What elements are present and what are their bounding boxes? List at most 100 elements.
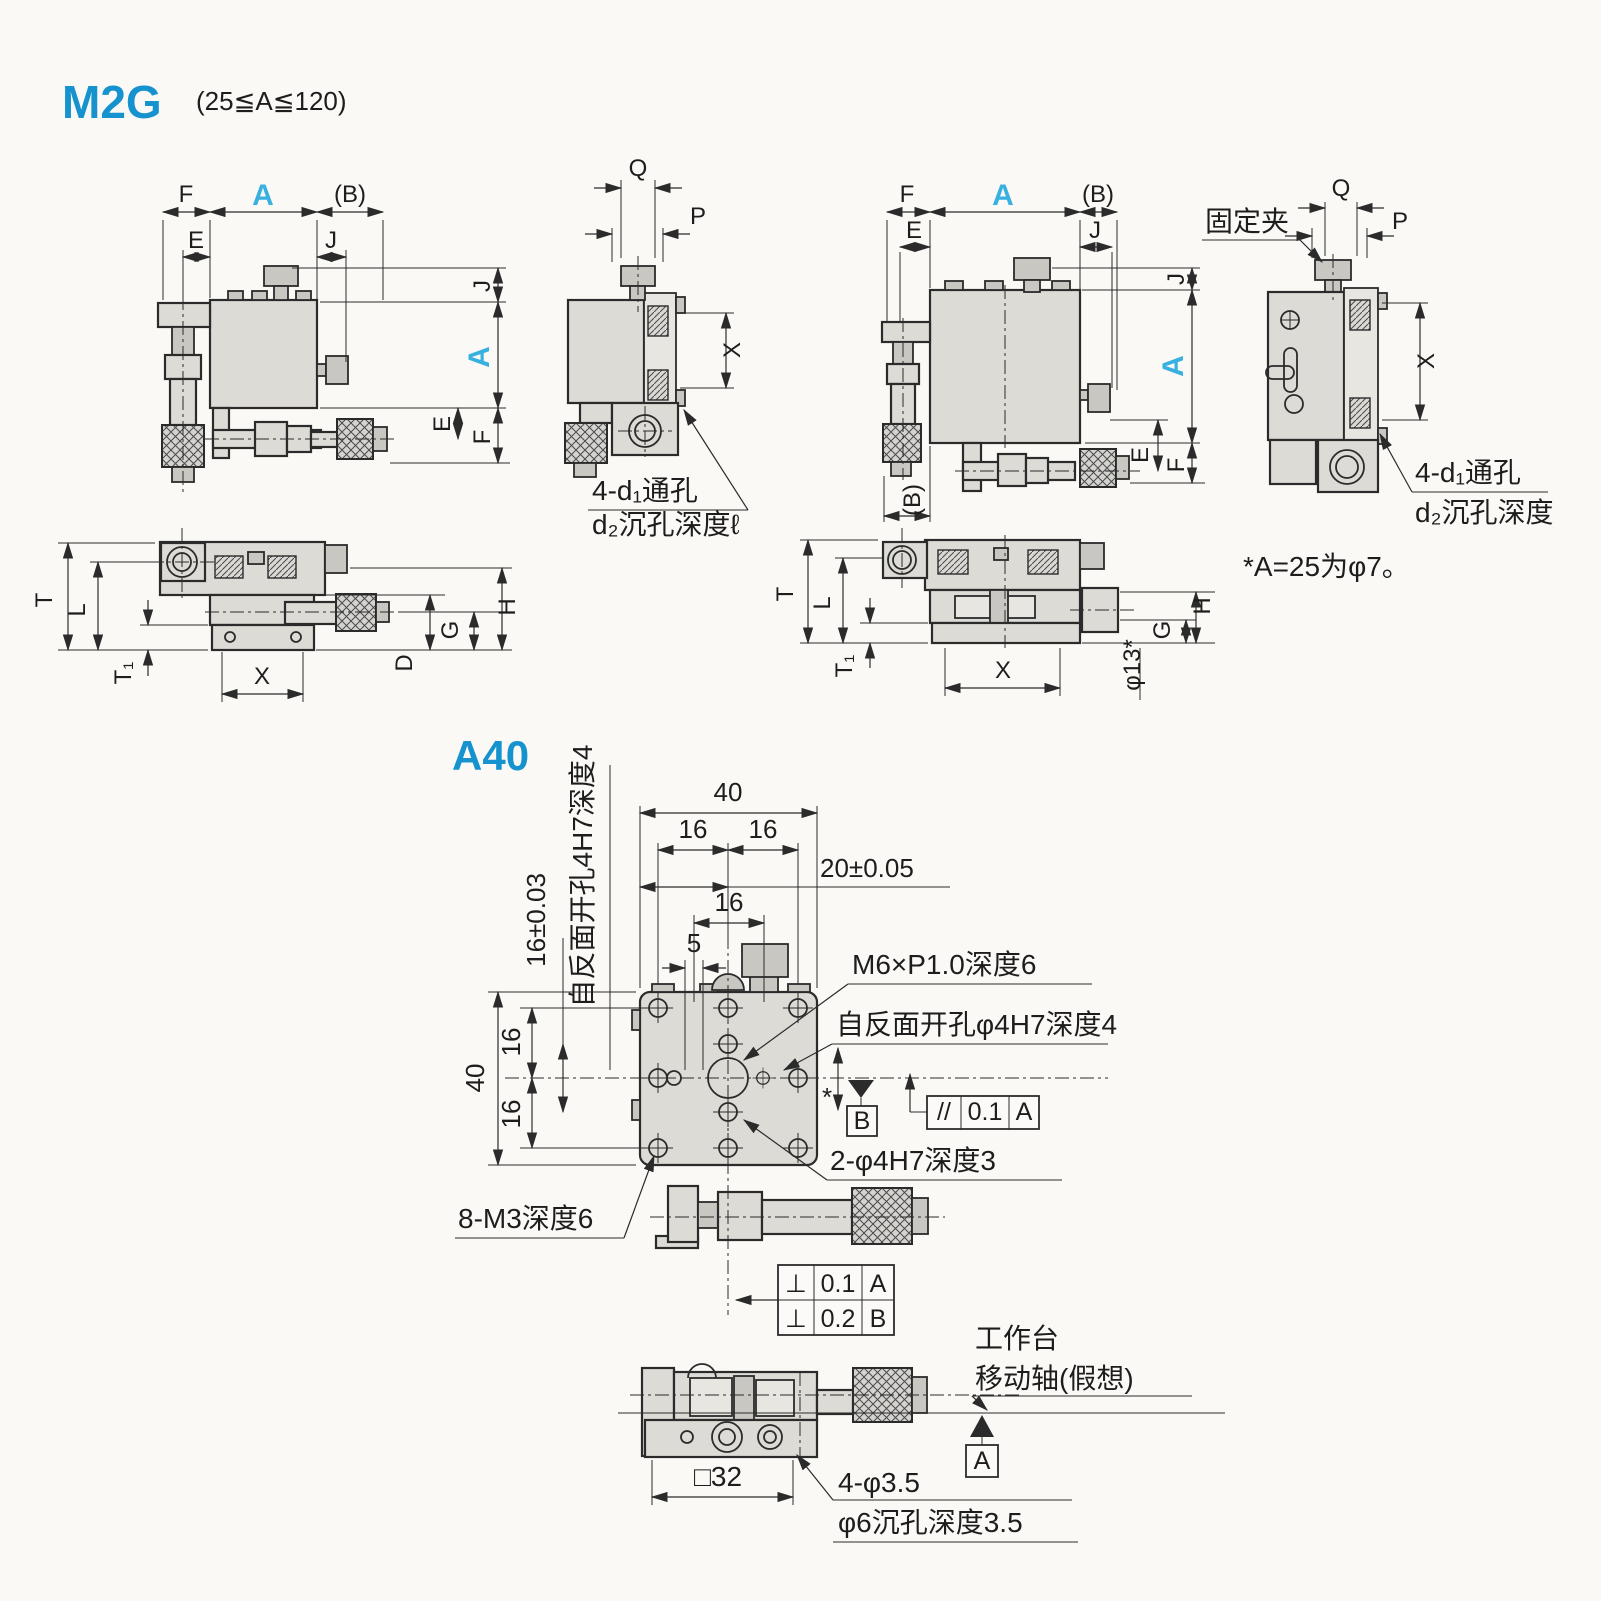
m2g-range: (25≦A≦120) [196, 86, 347, 116]
datum-a-label: A [974, 1447, 991, 1475]
side-knob [324, 544, 348, 574]
hole-note-2: d₂沉孔深度 [1415, 497, 1553, 528]
back-phi4-note: 自反面开孔φ4H7深度4 [836, 1009, 1117, 1040]
dim-T1: T₁ [110, 662, 137, 685]
stage-geometry [881, 528, 1135, 648]
dim-J-right: J [469, 280, 496, 292]
dim-T: T [31, 592, 58, 607]
dim-20: 20±0.05 [820, 853, 914, 883]
perpendicularity-frames: ⊥ 0.1 A ⊥ 0.2 B [734, 1264, 895, 1336]
parallel-tolerance: 0.1 [968, 1098, 1003, 1126]
stage-geometry [156, 265, 396, 492]
m2g-section: M2G (25≦A≦120) [31, 76, 1553, 702]
m3-note: 8-M3深度6 [458, 1203, 593, 1234]
dim-phi13: φ13* [1119, 639, 1146, 691]
parallel-symbol: // [937, 1098, 951, 1126]
dimensions: F A (B) E J J A E F (B) [882, 179, 1205, 522]
a40-title: A40 [452, 732, 529, 779]
back-hole-note-rotated: 自反面开孔4H7深度4 [567, 745, 598, 1008]
clamp-label: 固定夹 [1205, 206, 1289, 237]
side-knob [1079, 542, 1105, 570]
dim-E-right: E [1127, 447, 1154, 463]
dim-A: A [252, 179, 274, 212]
datum-b-triangle [848, 1080, 874, 1098]
m6-note: M6×P1.0深度6 [852, 949, 1036, 980]
m2g-front-right-view: F A (B) E J J A E F (B) [880, 179, 1205, 522]
clamp-knob [263, 265, 299, 287]
dim-P: P [690, 203, 706, 230]
stage-geometry [880, 257, 1140, 493]
perp2-symbol: ⊥ [785, 1305, 807, 1333]
dim-16-left: 16 [679, 814, 708, 844]
dim-sq32: □32 [694, 1461, 742, 1492]
micrometer-knurl [882, 423, 922, 463]
dim-T1: T₁ [831, 655, 858, 678]
perp1-symbol: ⊥ [785, 1270, 807, 1298]
dim-X: X [254, 663, 270, 690]
two-phi4-note: 2-φ4H7深度3 [830, 1145, 996, 1176]
m2g-side-left-view: Q P X 4-d₁通孔 d₂沉孔深度ℓ [564, 155, 749, 540]
dim-40-left: 40 [460, 1064, 490, 1093]
perp2-tolerance: 0.2 [821, 1305, 856, 1333]
dimensions: F A (B) E J J A E F [161, 179, 510, 465]
star-note: *A=25为φ7。 [1243, 551, 1410, 582]
dim-X: X [995, 657, 1011, 684]
dimensions: T L T₁ X H G φ13* [772, 538, 1216, 700]
micrometer-knurl [564, 422, 608, 464]
stage-geometry [1265, 254, 1388, 494]
micrometer-knurl [1079, 448, 1117, 488]
m2g-title: M2G [62, 76, 162, 128]
dimensions: 工作台 移动轴(假想) A □32 4-φ3.5 φ6沉孔深度3.5 [650, 1323, 1192, 1543]
dim-5: 5 [687, 928, 701, 958]
dome-bump [711, 973, 745, 991]
datum-a-box [965, 1444, 999, 1478]
perp2-datum: B [870, 1305, 887, 1333]
m2g-side-right-view: 固定夹 Q P X 4-d₁通孔 d₂沉孔深度 [1202, 175, 1553, 528]
dim-40-top: 40 [714, 777, 743, 807]
dimensions: T L T₁ X H G D [31, 541, 521, 702]
dim-G: G [437, 621, 464, 640]
m2g-bottom-left-view: T L T₁ X H G D [31, 528, 521, 702]
parallel-datum: A [1016, 1098, 1033, 1126]
datum-a-triangle [970, 1415, 994, 1437]
dimensions: 40 16 16 20±0.05 16 5 40 16 16 16±0.03 [455, 745, 1117, 1336]
dim-E: E [188, 227, 204, 254]
dim-A-right: A [1157, 355, 1190, 377]
dim-A: A [992, 179, 1014, 212]
dim-L: L [809, 596, 836, 609]
dim-J-right: J [1163, 273, 1190, 285]
side-knob [325, 355, 349, 385]
perp1-datum: A [870, 1270, 887, 1298]
perp1-tolerance: 0.1 [821, 1270, 856, 1298]
dimensions: Q P X 4-d₁通孔 d₂沉孔深度ℓ [585, 155, 749, 540]
dim-H: H [494, 598, 521, 615]
dim-16-upper: 16 [496, 1028, 526, 1057]
worktable-label: 工作台 [975, 1323, 1059, 1354]
dim-B-bottom: (B) [899, 484, 926, 516]
dim-B: (B) [334, 181, 366, 208]
a40-side-view: 工作台 移动轴(假想) A □32 4-φ3.5 φ6沉孔深度3.5 [618, 1323, 1225, 1543]
dim-P: P [1392, 208, 1408, 235]
star-mark: * [822, 1082, 832, 1112]
dim-L: L [64, 603, 91, 616]
m2g-bottom-right-view: T L T₁ X H G φ13* [772, 528, 1216, 700]
dim-E: E [906, 217, 922, 244]
hole-note-2: d₂沉孔深度ℓ [592, 509, 740, 540]
datum-b-label: B [854, 1107, 871, 1135]
stage-geometry [150, 528, 400, 652]
dim-F-right: F [469, 430, 496, 445]
dim-D: D [391, 654, 418, 671]
clamp-knob [1013, 257, 1051, 281]
a40-plan-view: 40 16 16 20±0.05 16 5 40 16 16 16±0.03 [455, 745, 1117, 1336]
dim-F: F [900, 181, 915, 208]
four-phi-note: 4-φ3.5 [838, 1467, 920, 1498]
datum-b-box [846, 1105, 878, 1137]
cbore-note: φ6沉孔深度3.5 [838, 1507, 1023, 1538]
micrometer-knurl [851, 1187, 913, 1245]
dim-16-lower: 16 [496, 1100, 526, 1129]
dim-16-tol: 16±0.03 [521, 873, 551, 967]
dim-X: X [1413, 353, 1440, 369]
m2g-front-left-view: F A (B) E J J A E F [156, 179, 510, 492]
hole-note-1: 4-d₁通孔 [1415, 457, 1521, 488]
stage-geometry [564, 256, 686, 478]
